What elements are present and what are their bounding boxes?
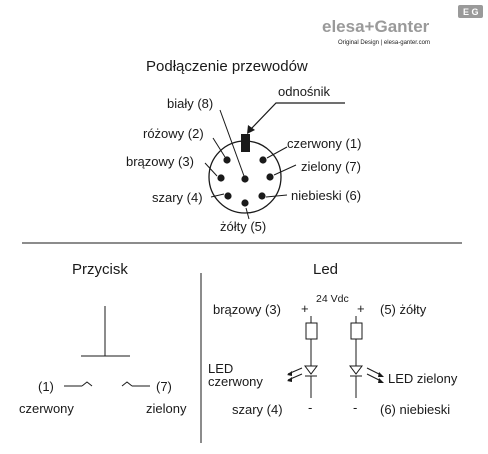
- button-right-color: zielony: [146, 401, 187, 416]
- led-left-minus: -: [308, 400, 312, 415]
- button-section-title: Przycisk: [72, 261, 128, 278]
- led-green-arrowhead-2: [378, 378, 384, 383]
- led-right-top-label: (5) żółty: [380, 302, 427, 317]
- led-right-minus: -: [353, 400, 357, 415]
- led-red-label-line1: LED: [208, 361, 233, 376]
- led-left-plus: +: [301, 301, 309, 316]
- pin-center: [241, 175, 249, 183]
- led-section-title: Led: [313, 261, 338, 278]
- logo-badge: E G: [463, 7, 479, 17]
- brand-logo: elesa+Ganter Original Design | elesa-gan…: [322, 5, 483, 46]
- pin-3: [217, 174, 225, 182]
- connector-title: Podłączenie przewodów: [146, 58, 308, 75]
- led-red-arrowhead-1: [287, 371, 292, 376]
- pin-6: [258, 192, 266, 200]
- logo-tagline: Original Design | elesa-ganter.com: [338, 40, 430, 46]
- pin-2: [223, 156, 231, 164]
- led-voltage: 24 Vdc: [316, 293, 349, 305]
- pin-label-pink: różowy (2): [143, 126, 204, 141]
- pin-label-white: biały (8): [167, 96, 213, 111]
- led-red-label-line2: czerwony: [208, 374, 263, 389]
- led-red-arrowhead-2: [287, 377, 292, 382]
- pushbutton-symbol: [64, 306, 150, 387]
- led-left-bottom-label: szary (4): [232, 402, 283, 417]
- pin-leaders: [204, 109, 297, 220]
- reference-leader: [249, 102, 345, 131]
- connector-key: [241, 134, 250, 152]
- pin-label-blue: niebieski (6): [291, 188, 361, 203]
- led-red-circuit: [287, 316, 318, 398]
- pin-7: [266, 173, 274, 181]
- button-right-terminal: (7): [156, 379, 172, 394]
- led-left-top-label: brązowy (3): [213, 302, 281, 317]
- pin-label-green: zielony (7): [301, 159, 361, 174]
- led-right-bottom-label: (6) niebieski: [380, 402, 450, 417]
- pin-1: [259, 156, 267, 164]
- button-left-terminal: (1): [38, 379, 54, 394]
- pin-5: [241, 199, 249, 207]
- led-green-label: LED zielony: [388, 371, 458, 386]
- pin-label-brown: brązowy (3): [126, 154, 194, 169]
- led-green-circuit: [349, 316, 382, 398]
- led-green-arrowhead-1: [378, 372, 384, 377]
- logo-badge-box: [458, 5, 483, 18]
- logo-brand: elesa+Ganter: [322, 17, 430, 36]
- pin-4: [224, 192, 232, 200]
- button-left-color: czerwony: [19, 401, 74, 416]
- pin-label-red: czerwony (1): [287, 136, 361, 151]
- pin-label-grey: szary (4): [152, 190, 203, 205]
- reference-arrowhead: [247, 125, 255, 134]
- pin-label-yellow: żółty (5): [220, 219, 266, 234]
- led-right-plus: +: [357, 301, 365, 316]
- reference-label: odnośnik: [278, 84, 331, 99]
